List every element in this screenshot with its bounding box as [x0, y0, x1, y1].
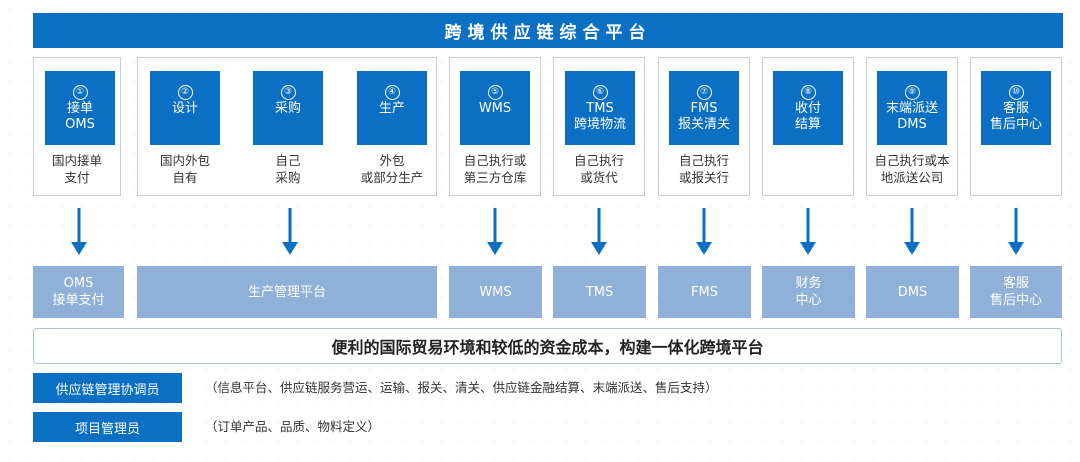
platform-fms: FMS	[658, 266, 751, 318]
platform-label: 接单支付	[52, 293, 105, 308]
step-desc-wms: 自己执行或 第三方仓库	[449, 152, 541, 186]
platform-customer-service: 客服售后中心	[970, 266, 1062, 318]
page-title: 跨境供应链综合平台	[33, 13, 1063, 48]
step-box-fms: ⑦ FMS 报关清关	[669, 71, 739, 145]
step-label: 售后中心	[989, 117, 1042, 132]
step-desc-dms: 自己执行或本 地派送公司	[862, 152, 962, 186]
platform-label: DMS	[897, 284, 928, 300]
platform-label: OMS	[63, 276, 94, 291]
step-number: ④	[384, 85, 400, 100]
arrow-down-icon	[591, 208, 607, 255]
step-number: ③	[280, 85, 296, 100]
desc-line: 自己执行	[678, 153, 729, 168]
step-label: 报关清关	[677, 117, 730, 132]
step-desc-order: 国内接单 支付	[33, 152, 121, 186]
desc-line: 第三方仓库	[463, 170, 527, 185]
platform-finance: 财务中心	[762, 266, 855, 318]
desc-line: 自己执行	[573, 153, 624, 168]
step-label: DMS	[897, 117, 927, 132]
arrow-down-icon	[696, 208, 712, 255]
arrow-down-icon	[282, 208, 298, 255]
summary-banner: 便利的国际贸易环境和较低的资金成本，构建一体化跨境平台	[33, 328, 1062, 364]
step-box-purchase: ③ 采购	[253, 71, 323, 145]
desc-line: 支付	[64, 170, 90, 185]
platform-label: 客服	[1002, 276, 1029, 291]
step-label: OMS	[65, 117, 95, 132]
step-box-settlement: ⑧ 收付 结算	[773, 71, 843, 145]
desc-line: 国内外包	[159, 153, 210, 168]
desc-line: 地派送公司	[880, 170, 944, 185]
platform-label: 售后中心	[989, 293, 1042, 308]
arrow-down-icon	[800, 208, 816, 255]
arrow-down-icon	[1008, 208, 1024, 255]
step-number: ⑩	[1008, 85, 1024, 100]
desc-line: 或报关行	[678, 170, 729, 185]
platform-label: WMS	[479, 284, 512, 300]
desc-line: 自己执行或本	[874, 153, 950, 168]
platform-label: TMS	[585, 284, 614, 300]
desc-line: 或货代	[580, 170, 618, 185]
step-label: 收付	[794, 101, 821, 116]
step-label: 设计	[171, 101, 198, 116]
platform-label: 中心	[795, 293, 822, 308]
step-number: ⑦	[696, 85, 712, 100]
platform-label: 财务	[795, 276, 822, 291]
step-number: ⑤	[487, 85, 503, 100]
desc-line: 国内接单	[51, 153, 102, 168]
step-number: ②	[177, 85, 193, 100]
step-desc-purchase: 自己 采购	[243, 152, 333, 186]
platform-tms: TMS	[553, 266, 646, 318]
step-box-dms: ⑨ 末端派送 DMS	[877, 71, 947, 145]
step-number: ⑨	[904, 85, 920, 100]
step-label: 客服	[1002, 101, 1029, 116]
role-desc-project-manager: （订单产品、品质、物料定义）	[205, 419, 381, 434]
step-desc-fms: 自己执行 或报关行	[658, 152, 750, 186]
step-label: FMS	[690, 101, 718, 116]
step-box-production: ④ 生产	[357, 71, 427, 145]
step-desc-production: 外包 或部分生产	[342, 152, 442, 186]
step-number: ⑧	[800, 85, 816, 100]
platform-oms: OMS 接单支付	[33, 266, 124, 318]
desc-line: 自己执行或	[463, 153, 527, 168]
step-desc-design: 国内外包 自有	[140, 152, 230, 186]
step-number: ①	[72, 85, 88, 100]
step-label: 结算	[794, 117, 821, 132]
platform-production: 生产管理平台	[137, 266, 437, 318]
desc-line: 外包	[379, 153, 405, 168]
desc-line: 自己	[275, 153, 301, 168]
step-box-order-oms: ① 接单 OMS	[45, 71, 115, 145]
desc-line: 采购	[275, 170, 301, 185]
role-desc-supply-chain: （信息平台、供应链服务营运、运输、报关、清关、供应链金融结算、末端派送、售后支持…	[205, 380, 718, 395]
step-label: WMS	[478, 101, 512, 116]
step-box-design: ② 设计	[150, 71, 220, 145]
desc-line: 自有	[172, 170, 198, 185]
platform-dms: DMS	[866, 266, 959, 318]
desc-line: 或部分生产	[360, 170, 424, 185]
step-box-wms: ⑤ WMS	[460, 71, 530, 145]
arrow-down-icon	[487, 208, 503, 255]
step-label: 末端派送	[885, 101, 938, 116]
arrow-down-icon	[904, 208, 920, 255]
step-desc-tms: 自己执行 或货代	[553, 152, 645, 186]
step-label: 生产	[378, 101, 405, 116]
step-box-customer-service: ⑩ 客服 售后中心	[981, 71, 1051, 145]
step-label: TMS	[586, 101, 614, 116]
step-label: 采购	[274, 101, 301, 116]
role-label-supply-chain: 供应链管理协调员	[33, 373, 182, 403]
platform-label: FMS	[691, 284, 718, 300]
step-box-tms: ⑥ TMS 跨境物流	[565, 71, 635, 145]
step-label: 接单	[66, 101, 93, 116]
arrow-down-icon	[71, 208, 87, 255]
platform-label: 生产管理平台	[247, 284, 326, 300]
role-label-project-manager: 项目管理员	[33, 412, 182, 442]
platform-wms: WMS	[449, 266, 542, 318]
step-number: ⑥	[592, 85, 608, 100]
step-label: 跨境物流	[573, 117, 626, 132]
